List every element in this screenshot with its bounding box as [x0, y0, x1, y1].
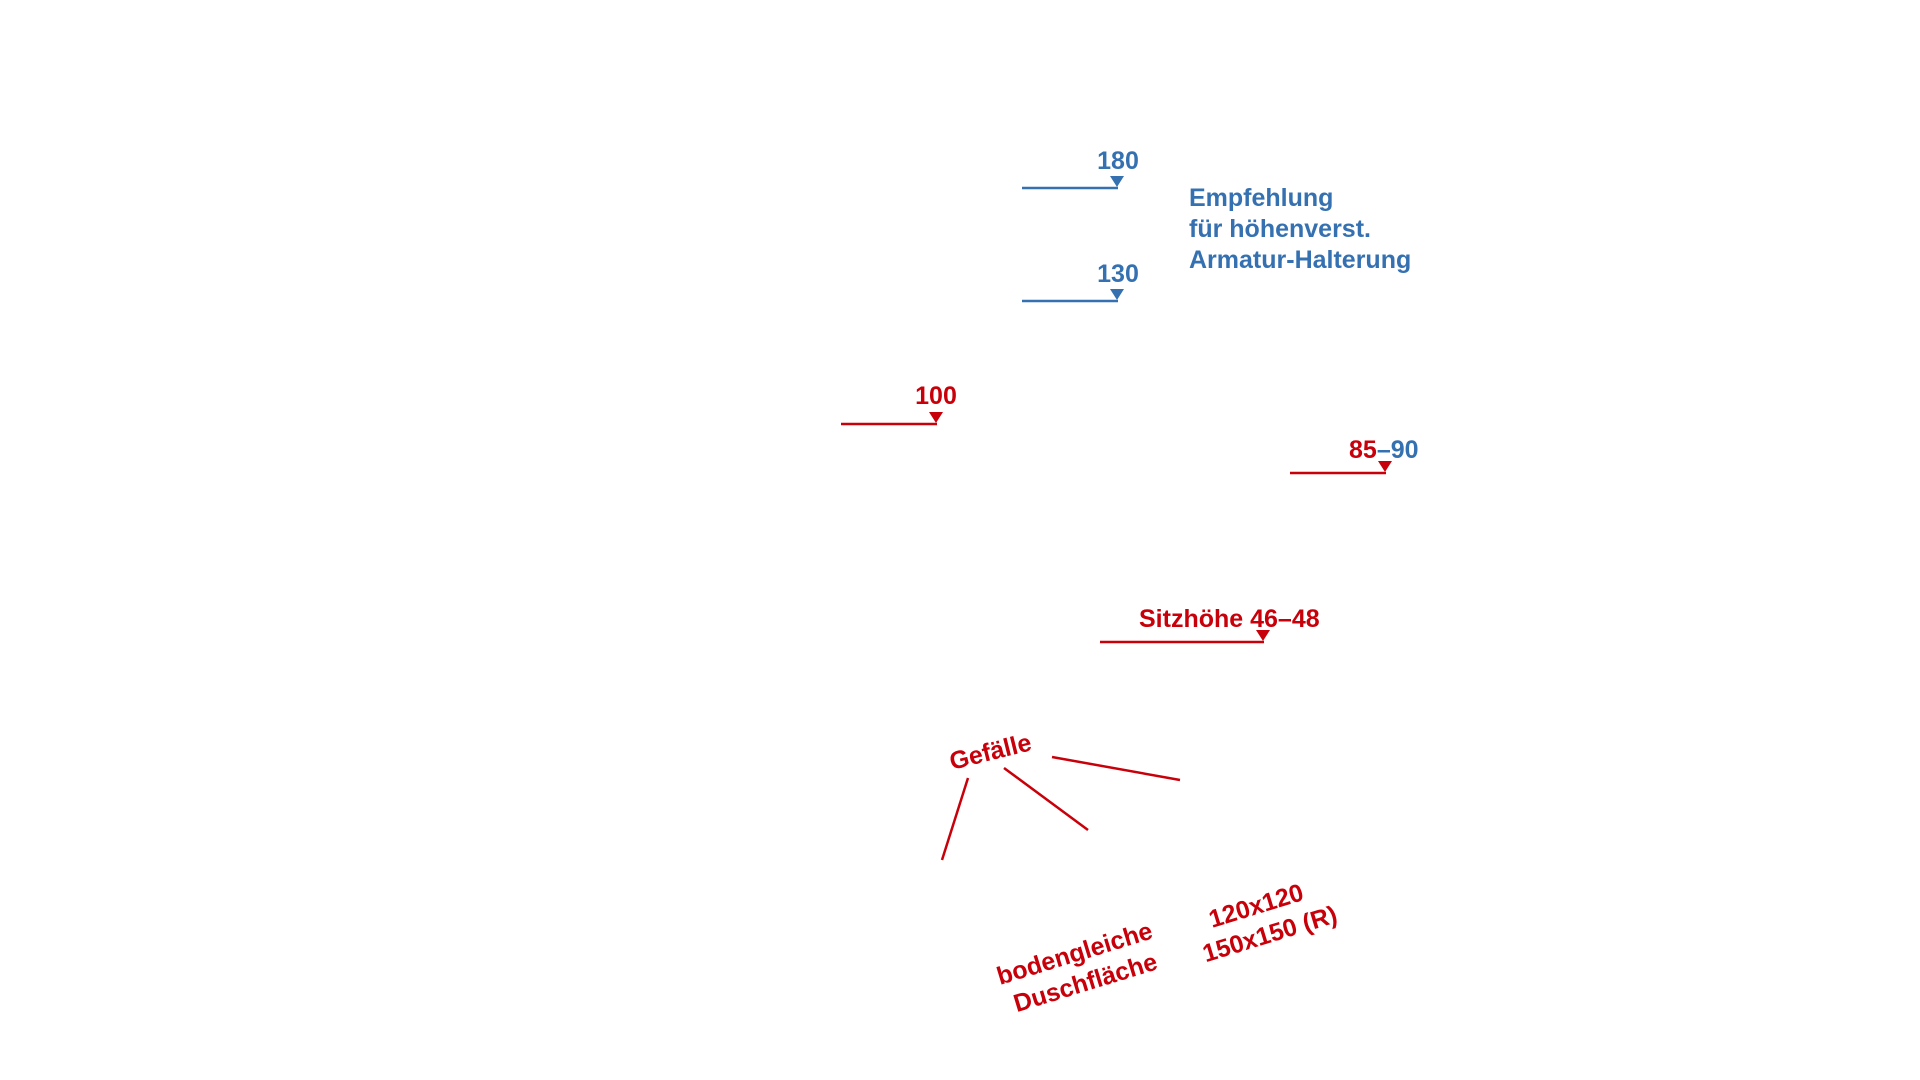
shower-size-label: 120x120 150x150 (R) — [1199, 879, 1340, 969]
height-label-85-90: 85–90 — [1349, 436, 1419, 464]
seat-height-label: Sitzhöhe 46–48 — [1139, 605, 1320, 633]
recommendation-line-1: Empfehlung — [1189, 184, 1333, 212]
recommendation-line-3: Armatur-Halterung — [1189, 246, 1411, 274]
recommendation-note: Empfehlung für höhenverst. Armatur-Halte… — [1189, 184, 1411, 274]
range-dash: – — [1377, 436, 1391, 464]
slope-pointer-line — [1003, 766, 1089, 832]
height-label-180: 180 — [1097, 147, 1139, 175]
slope-annotation: Gefälle — [940, 728, 1181, 861]
triangle-down-icon — [1110, 289, 1124, 300]
height-label-90: 90 — [1391, 436, 1419, 464]
triangle-down-icon — [1110, 176, 1124, 187]
triangle-down-icon — [1256, 630, 1270, 641]
slope-pointer-line — [940, 777, 970, 861]
height-label-130: 130 — [1097, 260, 1139, 288]
triangle-down-icon — [1378, 461, 1392, 472]
seat-height-marker: Sitzhöhe 46–48 — [1100, 605, 1320, 644]
height-marker-130: 130 — [1022, 260, 1139, 303]
height-marker-100: 100 — [841, 382, 957, 426]
height-marker-85-90: 85–90 — [1290, 436, 1419, 475]
slope-pointer-line — [1051, 755, 1181, 782]
triangle-down-icon — [929, 412, 943, 423]
height-label-100: 100 — [915, 382, 957, 410]
height-marker-180: 180 — [1022, 147, 1139, 190]
height-label-85: 85 — [1349, 436, 1377, 464]
shower-area-label: bodengleiche Duschfläche — [994, 917, 1161, 1018]
recommendation-line-2: für höhenverst. — [1189, 215, 1371, 243]
slope-label: Gefälle — [947, 728, 1035, 775]
